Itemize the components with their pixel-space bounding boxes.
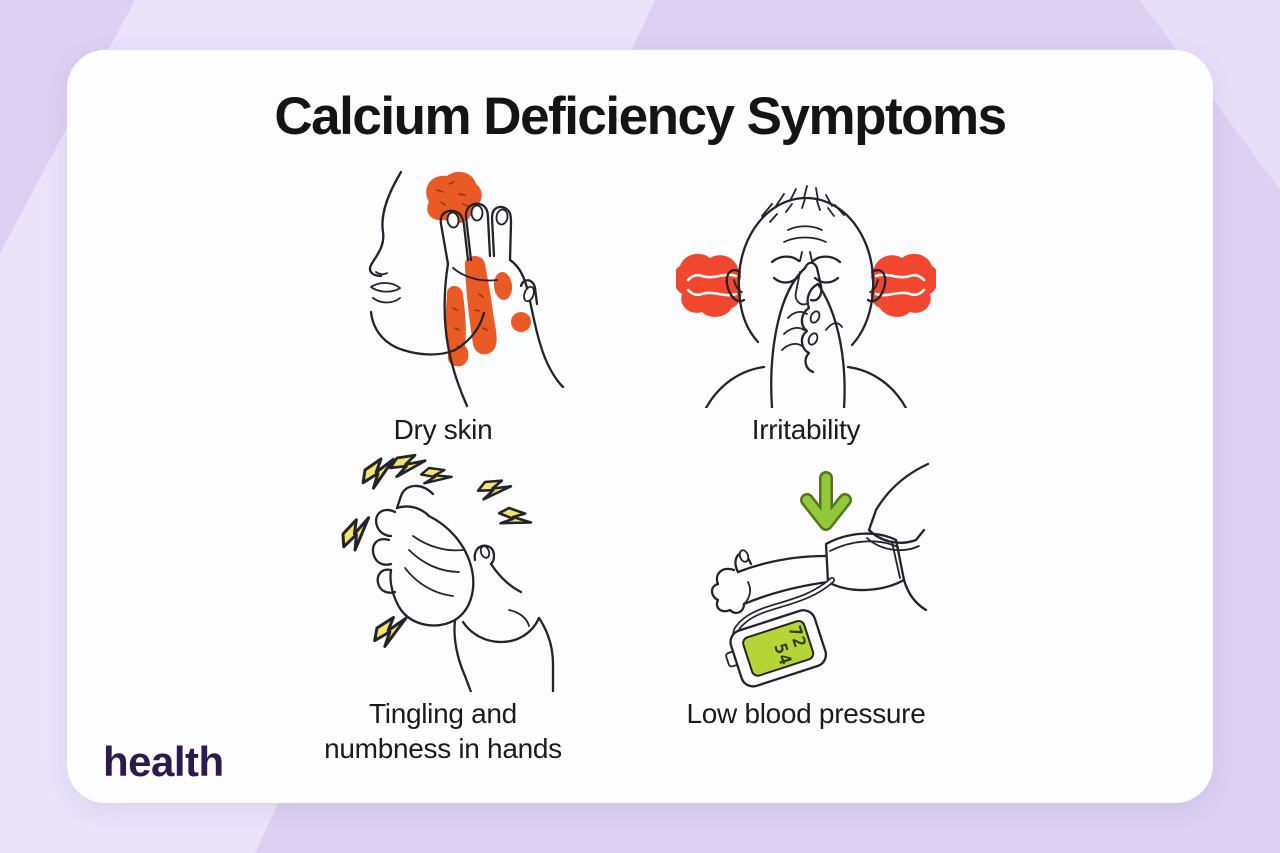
steam-right: [870, 253, 936, 317]
steam-left: [676, 253, 742, 317]
symptom-irritability: Irritability: [621, 168, 991, 447]
bp-monitor: 72 54: [725, 609, 828, 688]
health-logo: health: [103, 738, 224, 785]
dry-skin-illustration-icon: [368, 170, 565, 408]
symptom-label: Low blood pressure: [686, 698, 926, 729]
symptom-label: Tingling and numbness in hands: [324, 698, 562, 764]
symptom-label: Dry skin: [393, 414, 493, 445]
tingling-hands-illustration-icon: [341, 453, 555, 692]
page-title: Calcium Deficiency Symptoms: [274, 87, 1007, 146]
lightning-bolts: [341, 453, 533, 648]
symptom-low-blood-pressure: 72 54 Low blood pressure: [621, 452, 991, 731]
content-card: Calcium Deficiency Symptoms: [67, 50, 1213, 803]
symptom-label: Irritability: [751, 414, 861, 445]
irritability-illustration-icon: [676, 185, 936, 408]
low-blood-pressure-illustration-icon: 72 54: [710, 462, 930, 688]
down-arrow-icon: [800, 471, 852, 531]
symptom-dry-skin: Dry skin: [258, 168, 628, 447]
symptom-tingling-numbness: Tingling and numbness in hands: [258, 452, 628, 766]
